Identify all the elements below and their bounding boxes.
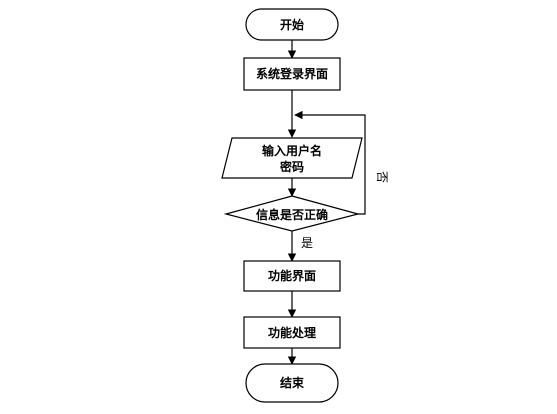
start-terminator [245, 8, 339, 41]
end-terminator [245, 363, 339, 403]
function-screen-process [243, 260, 341, 292]
credentials-check-decision [223, 195, 361, 232]
edge-check-no-loop [294, 110, 366, 215]
input-label-line1: 输入用户名 [262, 143, 322, 158]
input-label-line2: 密码 [280, 159, 304, 174]
login-screen-process [243, 57, 341, 91]
yes-label: 是 [301, 236, 313, 250]
start-label: 开始 [280, 17, 304, 32]
function-process-process [243, 316, 341, 349]
function-process-label: 功能处理 [268, 325, 316, 340]
check-label: 信息是否正确 [256, 207, 328, 222]
function-screen-label: 功能界面 [268, 268, 316, 283]
login-screen-label: 系统登录界面 [256, 66, 328, 81]
no-label: 否 [375, 171, 389, 183]
input-credentials-io [221, 137, 363, 179]
end-label: 结束 [280, 375, 305, 390]
